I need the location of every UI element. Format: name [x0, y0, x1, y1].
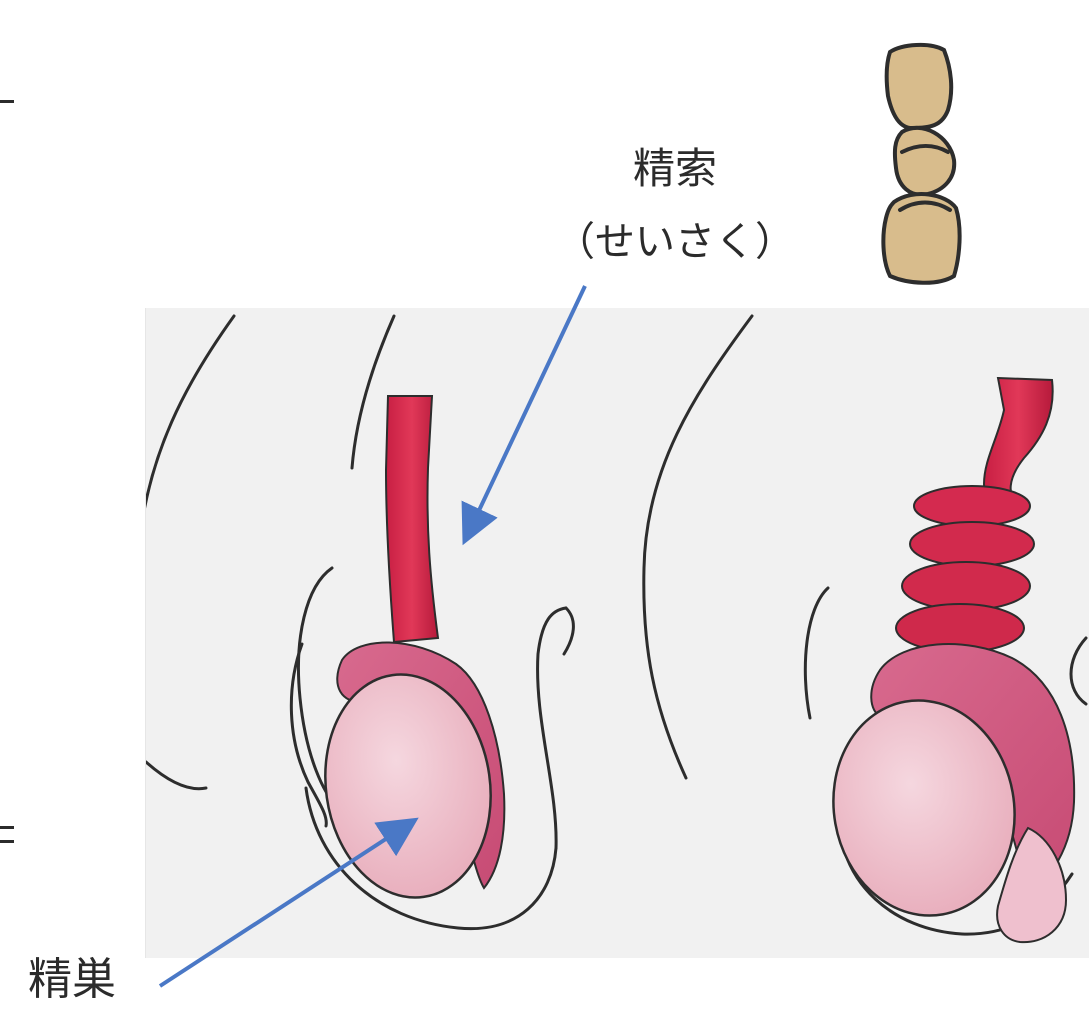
anatomy-illustration-panel	[145, 308, 1089, 958]
testis-label: 精巣	[28, 958, 116, 1002]
twisted-cord-icon	[872, 40, 970, 290]
edge-text-fragment-bottom	[0, 810, 18, 846]
spermatic-cord-label: 精索	[540, 148, 810, 190]
edge-text-fragment-top	[0, 84, 18, 120]
twisted-cord-upper-segment	[887, 45, 952, 128]
twisted-cord-mid-segment	[895, 128, 954, 195]
spermatic-cord-reading-label: （せいさく）	[520, 222, 830, 262]
